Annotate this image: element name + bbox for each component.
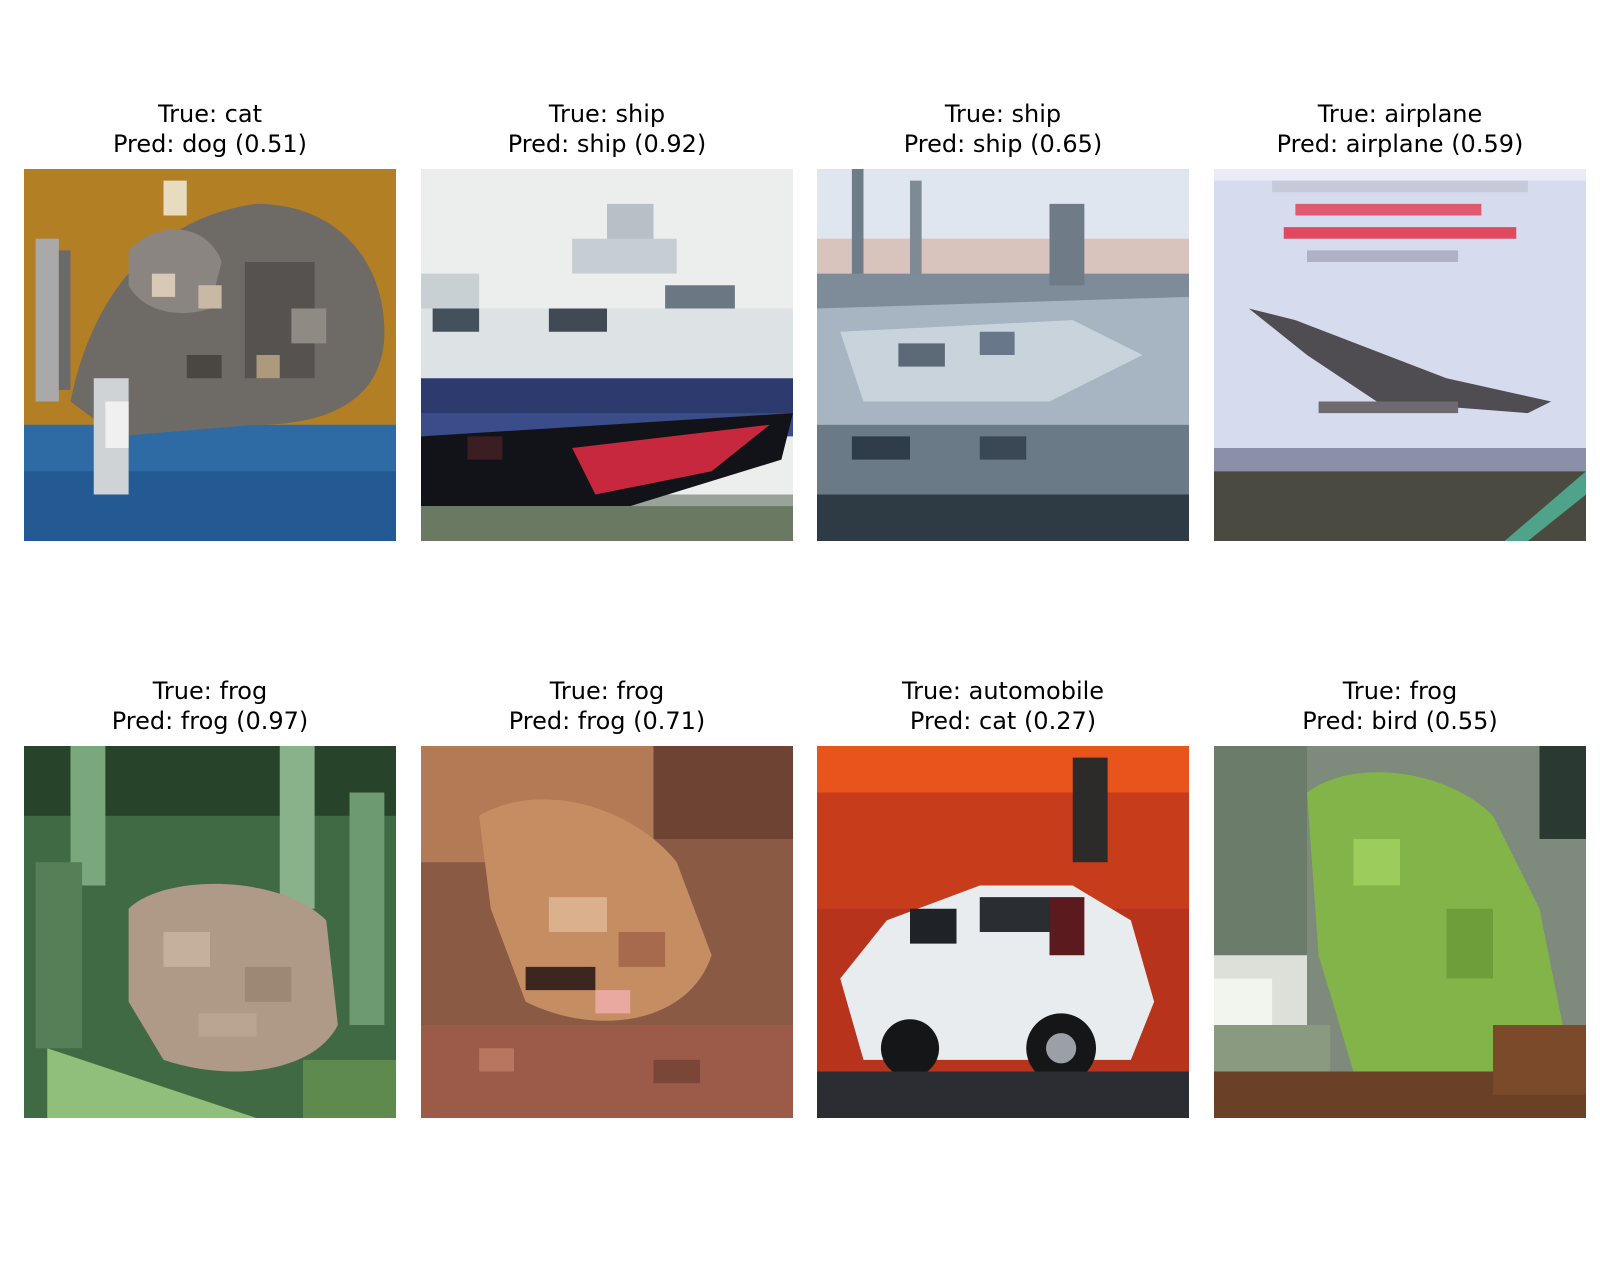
pred-label: Pred: airplane (0.59) [1276, 130, 1524, 158]
sample-image [817, 169, 1189, 541]
pred-label: Pred: cat (0.27) [909, 707, 1097, 735]
panel-title: True: airplane Pred: airplane (0.59) [1184, 99, 1600, 159]
panel-title: True: frog Pred: frog (0.97) [0, 676, 426, 736]
pred-label: Pred: ship (0.65) [903, 130, 1103, 158]
true-label: True: frog [1342, 677, 1458, 705]
true-label: True: ship [944, 100, 1062, 128]
panel-title: True: automobile Pred: cat (0.27) [787, 676, 1219, 736]
true-label: True: frog [152, 677, 268, 705]
true-label: True: automobile [901, 677, 1105, 705]
panel-title: True: frog Pred: frog (0.71) [391, 676, 823, 736]
sample-image [1214, 169, 1586, 541]
sample-image [421, 746, 793, 1118]
pred-label: Pred: frog (0.97) [111, 707, 309, 735]
pred-label: Pred: ship (0.92) [507, 130, 707, 158]
sample-image [421, 169, 793, 541]
true-label: True: cat [157, 100, 262, 128]
pred-label: Pred: frog (0.71) [508, 707, 706, 735]
true-label: True: airplane [1317, 100, 1483, 128]
panel-title: True: cat Pred: dog (0.51) [0, 99, 426, 159]
panel-title: True: ship Pred: ship (0.92) [391, 99, 823, 159]
panel-title: True: ship Pred: ship (0.65) [787, 99, 1219, 159]
sample-image [24, 169, 396, 541]
sample-image [817, 746, 1189, 1118]
pred-label: Pred: bird (0.55) [1302, 707, 1498, 735]
true-label: True: ship [548, 100, 666, 128]
true-label: True: frog [549, 677, 665, 705]
sample-image [1214, 746, 1586, 1118]
panel-title: True: frog Pred: bird (0.55) [1184, 676, 1600, 736]
pred-label: Pred: dog (0.51) [112, 130, 308, 158]
sample-image [24, 746, 396, 1118]
